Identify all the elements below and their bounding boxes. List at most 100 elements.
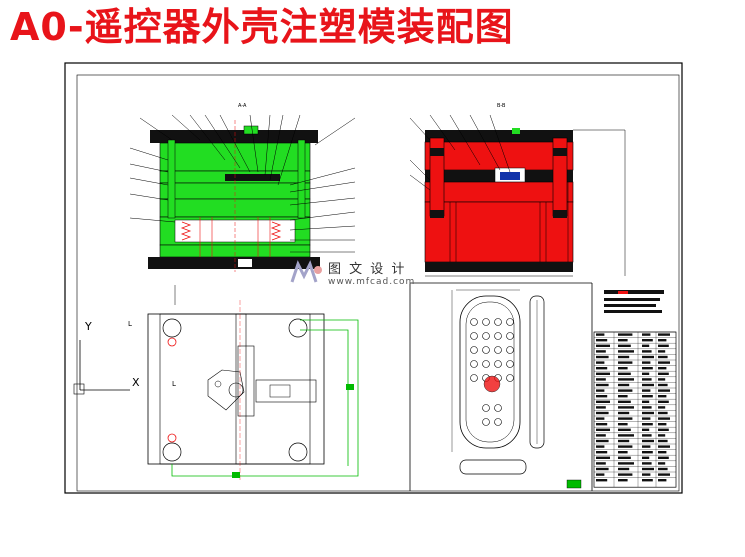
bom-cell xyxy=(596,467,609,471)
tech-notes xyxy=(604,290,664,313)
bom-cell xyxy=(596,462,606,465)
button-hole xyxy=(494,346,502,354)
bom-cell xyxy=(596,428,610,431)
bom-cell xyxy=(618,400,631,403)
bom-cell xyxy=(642,361,651,364)
bom-cell xyxy=(658,361,670,364)
title-block xyxy=(593,331,677,488)
bom-cell xyxy=(642,339,653,342)
bom-cell xyxy=(658,428,669,431)
button-hole xyxy=(470,374,478,382)
bom-cell xyxy=(642,462,652,465)
button-hole xyxy=(494,332,502,340)
button-hole xyxy=(494,404,502,412)
bom-cell xyxy=(596,479,608,482)
svg-text:L: L xyxy=(128,320,132,328)
button-hole xyxy=(482,318,490,326)
bom-cell xyxy=(642,445,651,448)
bom-cell xyxy=(596,350,606,353)
bom-cell xyxy=(596,434,606,437)
bom-cell xyxy=(618,445,633,448)
button-hole xyxy=(506,374,514,382)
button-hole xyxy=(482,418,490,426)
bom-cell xyxy=(658,383,668,387)
bom-cell xyxy=(658,355,668,359)
bom-cell xyxy=(658,339,667,342)
bom-cell xyxy=(596,367,608,370)
bom-cell xyxy=(658,378,666,381)
bom-cell xyxy=(618,350,634,353)
button-hole xyxy=(506,346,514,354)
bom-cell xyxy=(596,339,608,342)
bom-cell xyxy=(642,451,653,454)
bom-cell xyxy=(618,479,628,482)
bom-cell xyxy=(642,411,654,415)
bom-cell xyxy=(642,423,653,426)
bom-cell xyxy=(596,383,609,387)
bom-cell xyxy=(642,439,654,443)
bom-cell xyxy=(596,372,610,375)
bom-cell xyxy=(596,423,608,426)
bom-cell xyxy=(658,367,667,370)
bom-cell xyxy=(642,456,650,459)
bom-cell xyxy=(642,473,651,476)
bom-cell xyxy=(618,367,628,370)
bom-cell xyxy=(658,434,666,437)
bom-cell xyxy=(658,350,666,353)
outer-frame xyxy=(64,62,683,494)
bom-cell xyxy=(618,428,631,431)
bom-cell xyxy=(596,378,606,381)
bom-cell xyxy=(596,344,610,347)
bom-cell xyxy=(618,333,633,336)
bom-cell xyxy=(618,467,630,471)
bom-cell xyxy=(618,434,634,437)
bom-cell xyxy=(658,462,666,465)
bom-cell xyxy=(658,395,667,398)
bom-cell xyxy=(618,389,633,392)
bom-cell xyxy=(596,389,605,392)
watermark: 图 文 设 计 www.mfcad.com xyxy=(290,258,415,287)
front-section-view: A-A xyxy=(129,103,356,272)
drawing-title: A0-遥控器外壳注塑模装配图 xyxy=(10,5,514,49)
button-hole xyxy=(494,360,502,368)
bom-cell xyxy=(658,479,667,482)
button-hole xyxy=(482,404,490,412)
bom-cell xyxy=(618,451,628,454)
bom-cell xyxy=(596,400,610,403)
bom-cell xyxy=(658,400,669,403)
svg-text:X: X xyxy=(132,376,140,389)
bom-cell xyxy=(642,367,653,370)
front-section-label: A-A xyxy=(238,103,247,109)
bom-cell xyxy=(596,411,609,415)
bom-cell xyxy=(642,378,652,381)
bom-cell xyxy=(642,406,652,409)
mfcad-logo-icon xyxy=(290,259,322,282)
button-hole xyxy=(494,418,502,426)
bom-cell xyxy=(618,473,633,476)
watermark-url: www.mfcad.com xyxy=(328,277,416,287)
bom-cell xyxy=(596,395,608,398)
bom-cell xyxy=(618,462,634,465)
bom-cell xyxy=(642,479,653,482)
bom-cell xyxy=(658,344,669,347)
bom-cell xyxy=(618,417,633,420)
bom-cell xyxy=(596,417,605,420)
part-drawing xyxy=(451,289,545,475)
bom-cell xyxy=(642,467,654,471)
bom-cell xyxy=(596,361,605,364)
bom-cell xyxy=(658,439,668,443)
bom-cell xyxy=(596,473,605,476)
bom-cell xyxy=(618,372,631,375)
bom-cell xyxy=(642,372,650,375)
bom-cell xyxy=(642,344,650,347)
bom-cell xyxy=(596,445,605,448)
bom-cell xyxy=(658,406,666,409)
inner-frame xyxy=(76,74,680,492)
button-hole xyxy=(506,332,514,340)
bom-cell xyxy=(642,350,652,353)
bom-cell xyxy=(642,333,651,336)
bom-cell xyxy=(658,417,670,420)
bom-cell xyxy=(658,445,670,448)
bom-cell xyxy=(596,451,608,454)
